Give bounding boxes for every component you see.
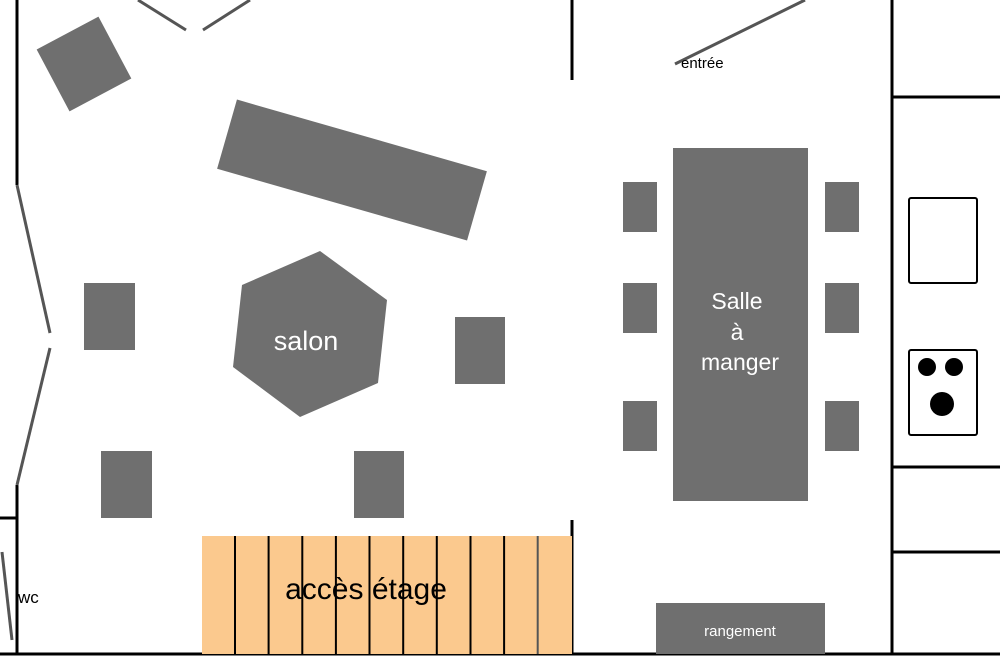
coffee-table (233, 251, 387, 417)
dining-table (673, 148, 808, 501)
pouf-left (84, 283, 135, 350)
salon-furniture (36, 16, 505, 518)
label-salon: salon (274, 326, 339, 356)
burner-large (930, 392, 954, 416)
pouf-bottom-left (101, 451, 152, 518)
doors (0, 0, 806, 641)
burner-top-left (918, 358, 936, 376)
dining-furniture (623, 148, 859, 654)
pouf-bottom-right (354, 451, 404, 518)
burner-top-right (945, 358, 963, 376)
label-salle-line-2: à (731, 319, 744, 345)
label-rangement: rangement (704, 623, 777, 640)
door-entrance (674, 0, 806, 66)
window-left-a (15, 184, 52, 334)
door-wc (0, 551, 14, 641)
pouf-right (455, 317, 505, 384)
door-top-left-a (137, 0, 187, 32)
window-left-b (15, 347, 52, 486)
label-salle-line-1: Salle (711, 288, 762, 314)
label-acces-etage: accès étage (285, 573, 447, 606)
label-salle-line-3: manger (701, 349, 779, 375)
sink (908, 197, 978, 284)
chair-left-3 (623, 401, 657, 451)
stairs-area (202, 536, 572, 654)
storage-unit (656, 603, 825, 654)
chair-right-1 (825, 182, 859, 232)
chair-right-3 (825, 401, 859, 451)
door-top-left-b (202, 0, 251, 32)
kitchen (908, 197, 978, 436)
stair-steps (234, 536, 539, 654)
armchair-top-left (36, 16, 132, 112)
chair-right-2 (825, 283, 859, 333)
staircase (202, 536, 572, 654)
sofa (217, 99, 487, 241)
chair-left-1 (623, 182, 657, 232)
label-wc: wc (17, 588, 39, 607)
chair-left-2 (623, 283, 657, 333)
label-entree: entrée (681, 55, 724, 72)
